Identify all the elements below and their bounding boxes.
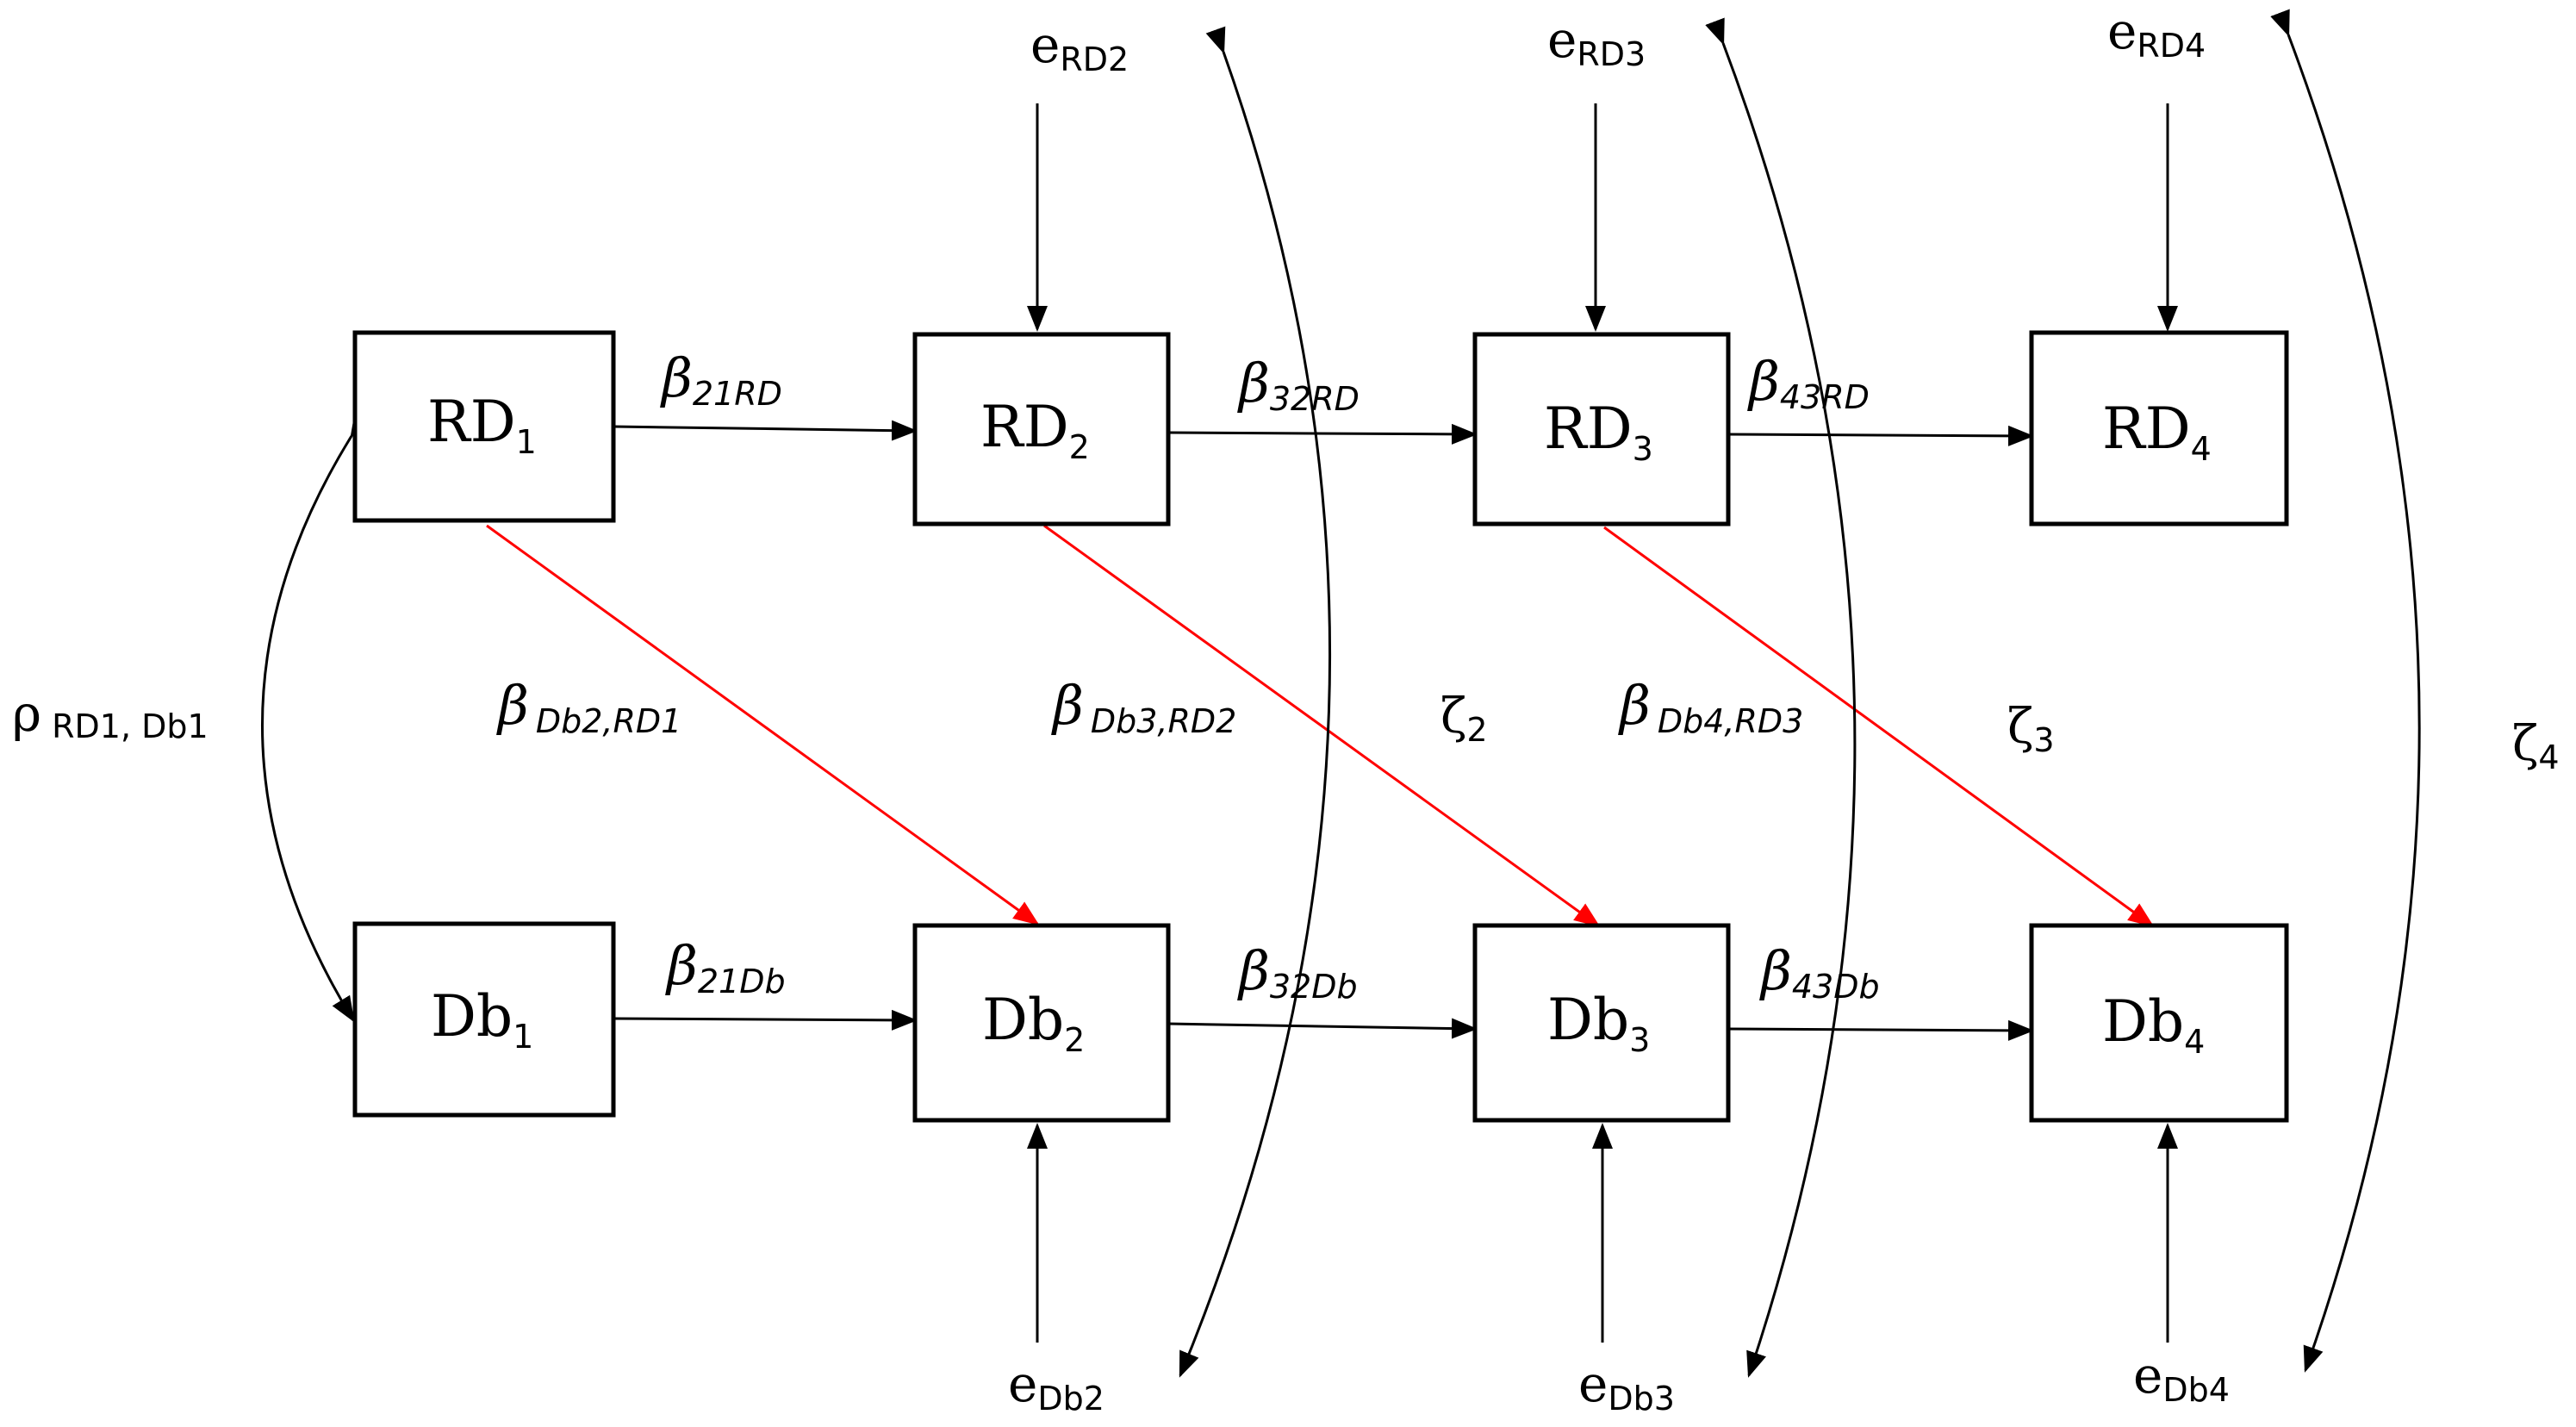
svg-text:Db4: Db4 bbox=[2102, 988, 2205, 1061]
path-rd3-db4 bbox=[1603, 526, 2155, 927]
label-erd2: eRD2 bbox=[1030, 16, 1129, 78]
label-edb2: eDb2 bbox=[1008, 1355, 1104, 1418]
svg-text:RD3: RD3 bbox=[1544, 396, 1653, 468]
label-b21rd: β21RD bbox=[660, 346, 782, 413]
node-rd4: RD4 bbox=[2029, 330, 2289, 527]
svg-text:Db2: Db2 bbox=[982, 987, 1085, 1059]
node-db2: Db2 bbox=[912, 923, 1171, 1123]
label-b43db: β43Db bbox=[1759, 939, 1880, 1006]
curve-cov-3 bbox=[1705, 17, 1857, 1378]
svg-text:Db3: Db3 bbox=[1547, 987, 1650, 1059]
curve-cov-2 bbox=[1179, 26, 1332, 1378]
label-erd3: eRD3 bbox=[1547, 10, 1646, 73]
path-rd2-db3 bbox=[1043, 524, 1601, 927]
label-zeta4: ζ4 bbox=[2512, 716, 2560, 776]
label-b32db: β32Db bbox=[1237, 939, 1358, 1006]
svg-text:RD4: RD4 bbox=[2102, 396, 2212, 468]
label-zeta2: ζ2 bbox=[1440, 689, 1488, 749]
node-db1: Db1 bbox=[352, 921, 616, 1118]
path-rd2-rd3 bbox=[1167, 423, 1478, 445]
curve-rho bbox=[261, 410, 373, 1023]
node-db3: Db3 bbox=[1472, 923, 1731, 1123]
node-rd1: RD1 bbox=[352, 330, 616, 523]
svg-text:Db1: Db1 bbox=[431, 983, 533, 1056]
label-erd4: eRD4 bbox=[2107, 2, 2206, 65]
label-edb3: eDb3 bbox=[1578, 1355, 1675, 1418]
label-edb4: eDb4 bbox=[2133, 1346, 2230, 1409]
curve-cov-4 bbox=[2270, 9, 2421, 1373]
node-rd2: RD2 bbox=[912, 332, 1171, 527]
path-rd1-rd2 bbox=[613, 420, 918, 441]
svg-text:RD1: RD1 bbox=[427, 389, 537, 461]
svg-text:RD2: RD2 bbox=[980, 394, 1090, 466]
label-b32rd: β32RD bbox=[1237, 352, 1360, 418]
path-rd1-db2 bbox=[486, 524, 1040, 925]
path-db3-db4 bbox=[1727, 1019, 2034, 1041]
label-b21db: β21Db bbox=[665, 934, 786, 1000]
path-db2-db3 bbox=[1167, 1018, 1478, 1039]
path-rd3-rd4 bbox=[1727, 425, 2034, 446]
node-db4: Db4 bbox=[2029, 923, 2289, 1123]
node-rd3: RD3 bbox=[1472, 332, 1731, 527]
label-b43rd: β43RD bbox=[1747, 350, 1870, 416]
label-zeta3: ζ3 bbox=[2007, 699, 2055, 759]
path-db1-db2 bbox=[613, 1009, 918, 1031]
